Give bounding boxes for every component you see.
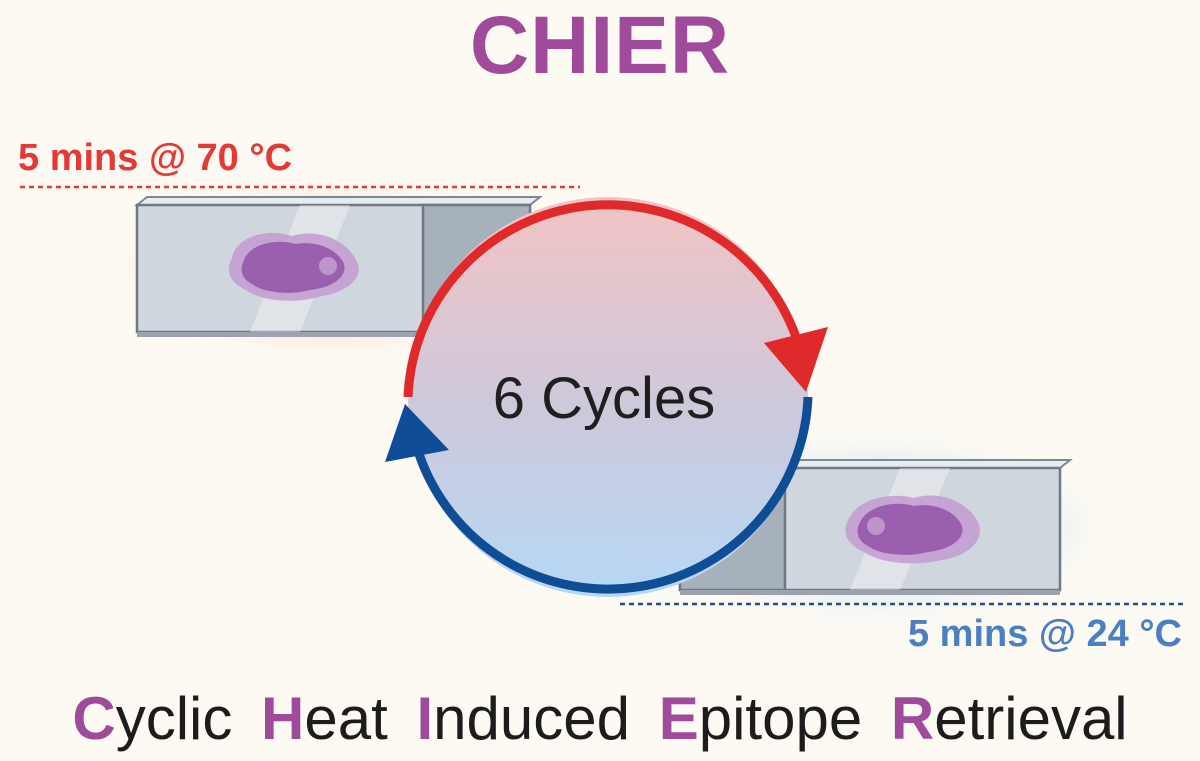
diagram-title: CHIER <box>469 0 731 91</box>
tissue-sample-hot <box>228 232 359 301</box>
cycle-circle <box>408 197 808 597</box>
acronym-word-epitope: Epitope <box>658 685 863 752</box>
acronym-word-retrieval: Retrieval <box>890 685 1128 752</box>
cycle-count-label: 6 Cycles <box>493 366 715 431</box>
acronym-word-cyclic: Cyclic <box>72 685 233 752</box>
heating-arrowhead <box>764 327 828 392</box>
cooling-arrowhead <box>385 404 449 462</box>
heating-arrow <box>403 200 801 398</box>
cooling-arrow <box>414 396 813 594</box>
tissue-sample-cold <box>845 495 980 564</box>
hot-step-label: 5 mins @ 70 °C <box>18 137 292 179</box>
acronym-word-heat: Heat <box>261 685 388 752</box>
hot-slide-bottom-edge <box>137 332 530 337</box>
acronym-expansion: Cyclic Heat Induced Epitope Retrieval <box>0 676 1200 761</box>
acronym-word-induced: Induced <box>416 685 631 752</box>
cold-slide-bottom-edge <box>680 590 1060 595</box>
cold-step-label: 5 mins @ 24 °C <box>908 613 1182 655</box>
